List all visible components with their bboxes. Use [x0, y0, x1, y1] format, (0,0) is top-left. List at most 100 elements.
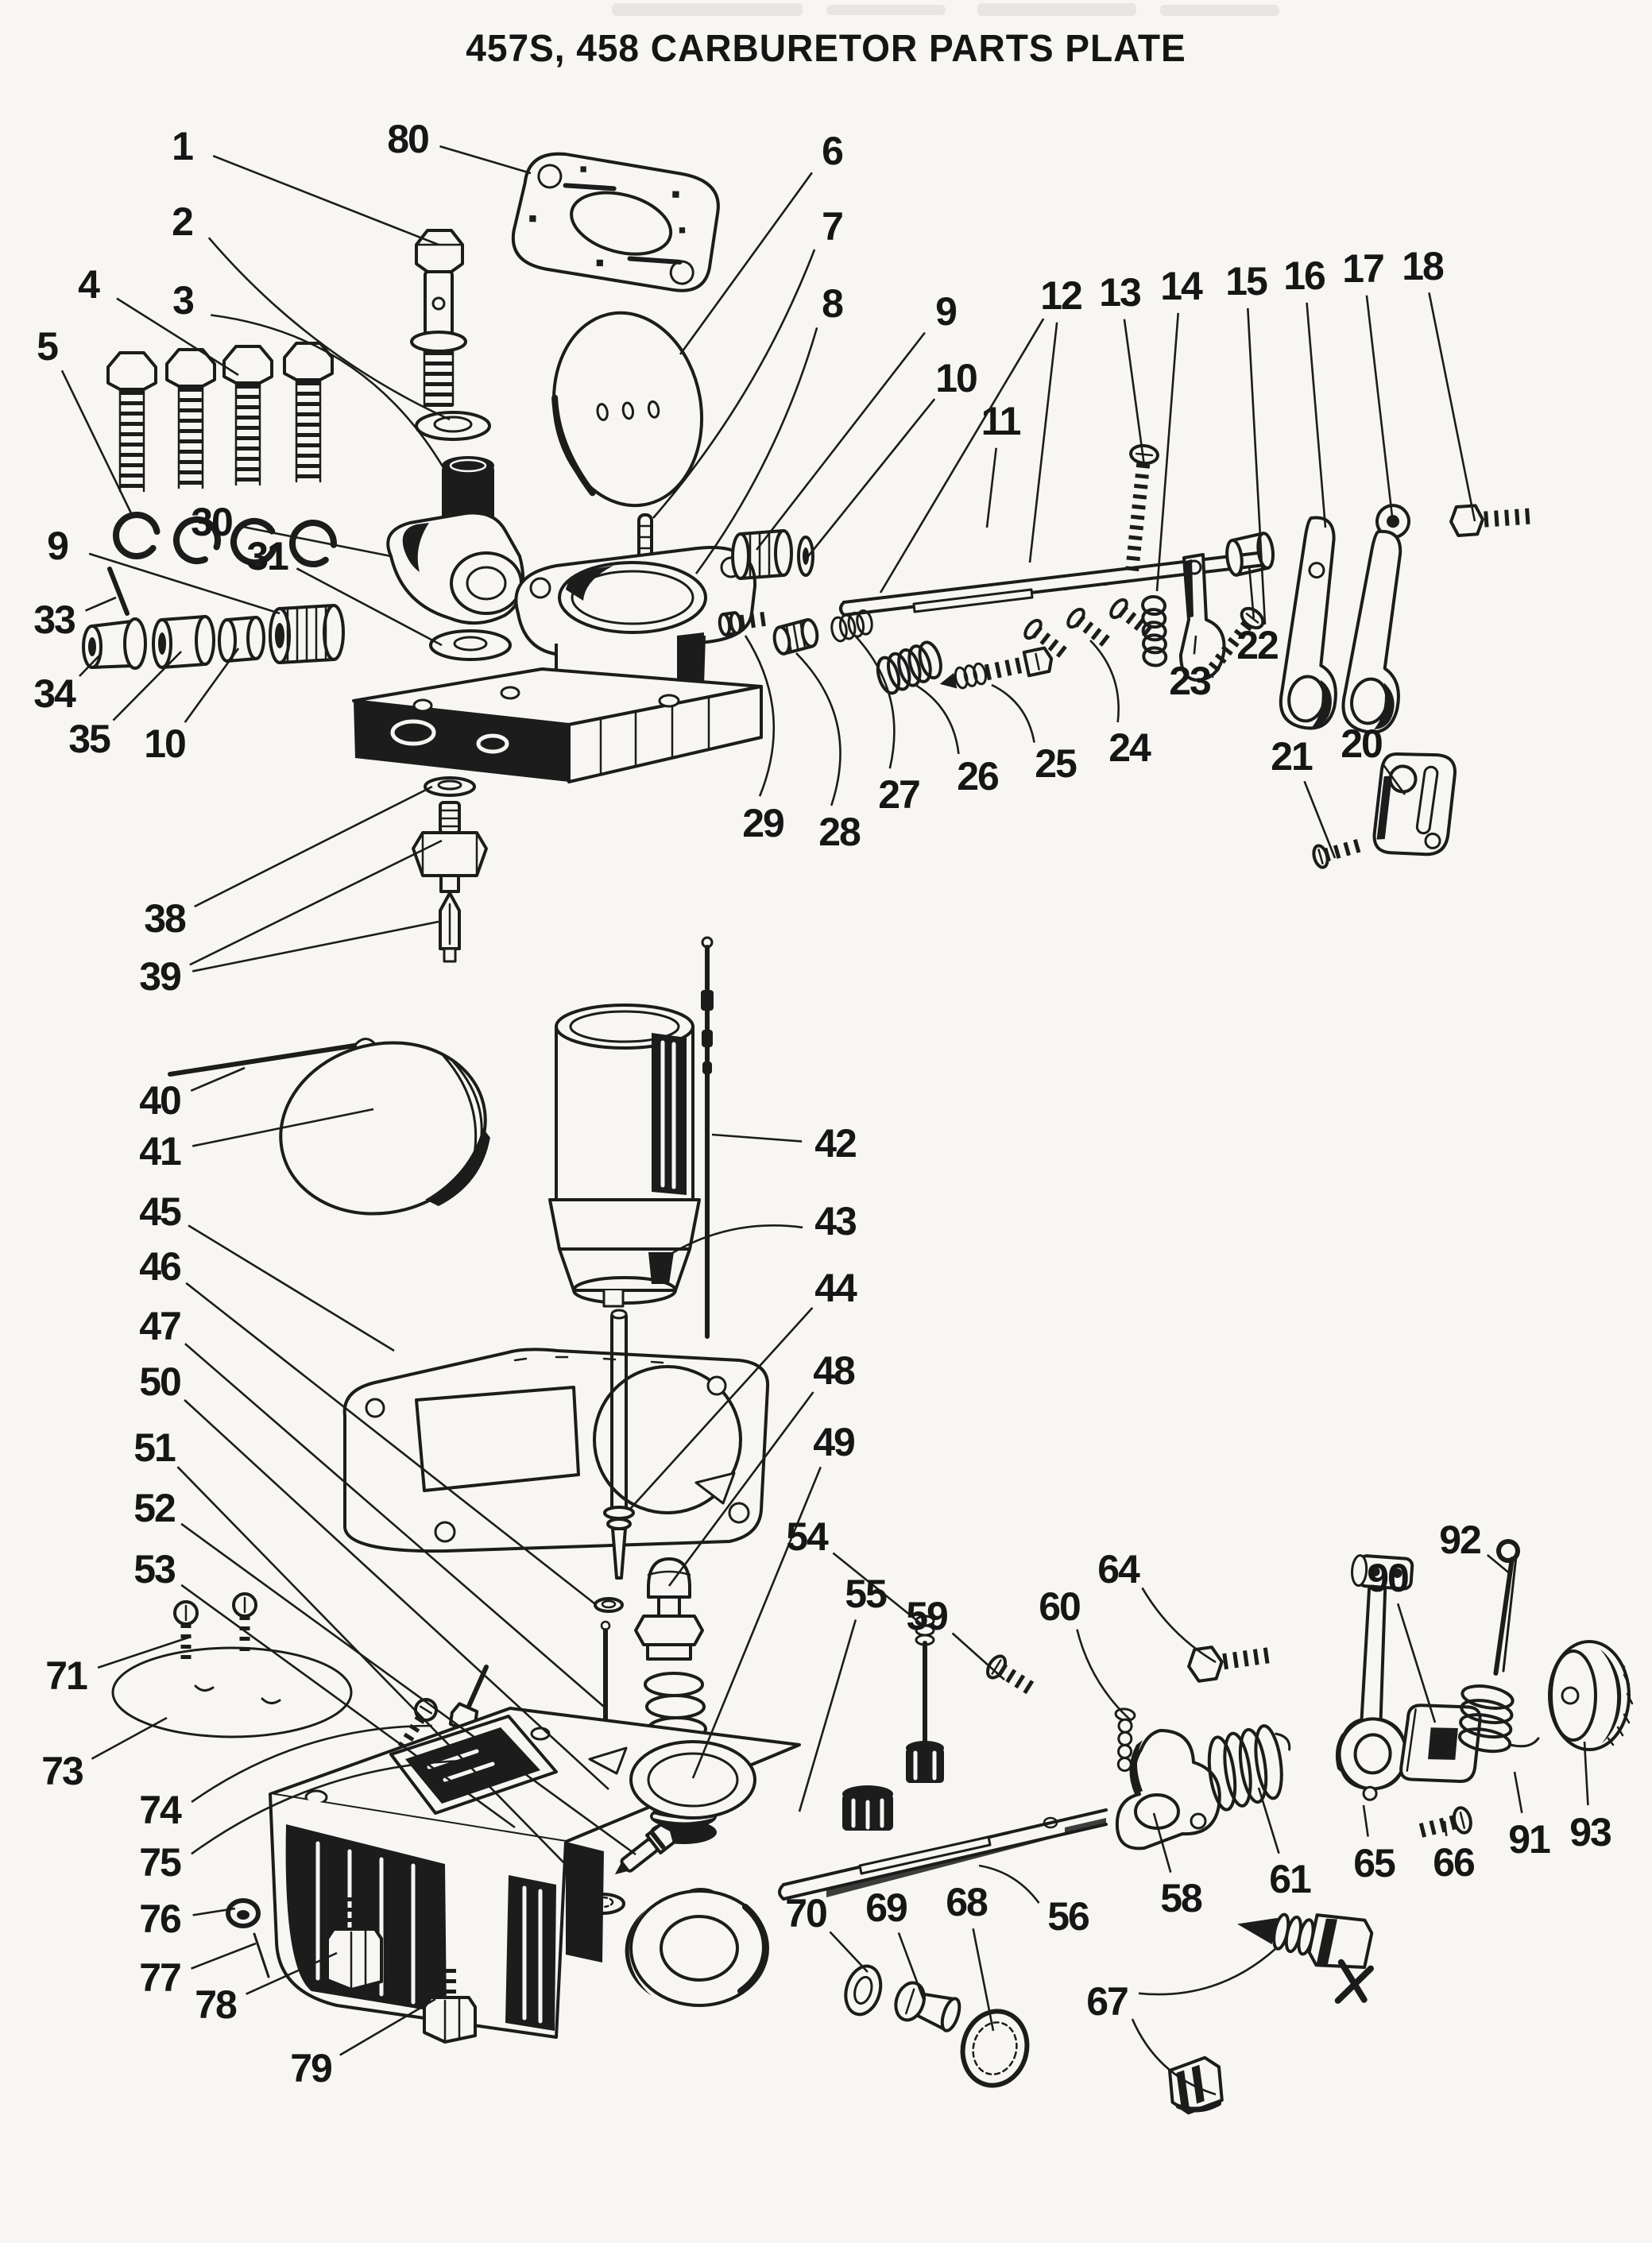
callout-34: 34 [33, 671, 76, 716]
needle-seat-38 [412, 776, 488, 893]
cover-disc-73 [111, 1646, 353, 1738]
callout-11: 11 [981, 399, 1021, 443]
callout-6: 6 [822, 129, 842, 173]
callout-61: 61 [1269, 1857, 1311, 1901]
ring-10-left [218, 616, 265, 663]
leader-line-48 [667, 1391, 814, 1587]
washer-31 [429, 629, 512, 661]
callout-30: 30 [191, 500, 232, 544]
callout-41: 41 [139, 1129, 181, 1174]
leader-line-76 [192, 1907, 236, 1916]
callout-93: 93 [1569, 1810, 1611, 1854]
washer-10-right [797, 536, 814, 577]
banjo-bolt-1 [410, 229, 467, 407]
callout-25: 25 [1035, 741, 1077, 786]
leader-line-10 [184, 648, 240, 723]
leader-line-79 [339, 1997, 436, 2056]
callout-65: 65 [1353, 1841, 1395, 1885]
pump-spring-61 [1207, 1724, 1291, 1812]
callout-7: 7 [822, 204, 842, 249]
leader-line-35 [112, 651, 182, 721]
callout-90: 90 [1367, 1556, 1408, 1600]
callout-22: 22 [1236, 623, 1278, 667]
callout-71: 71 [45, 1653, 87, 1698]
bolt-79 [423, 1969, 477, 2044]
pump-jet-52 [614, 1823, 676, 1875]
pin-33 [107, 567, 130, 616]
callout-1: 1 [172, 124, 193, 168]
callout-55: 55 [845, 1572, 887, 1616]
washer-46 [594, 1597, 624, 1613]
leader-line-43 [656, 1224, 803, 1265]
callout-27: 27 [878, 772, 919, 817]
callout-66: 66 [1433, 1840, 1474, 1885]
callout-17: 17 [1342, 246, 1383, 291]
callout-43: 43 [814, 1199, 856, 1243]
float-needle-39 [439, 891, 461, 963]
callout-20: 20 [1341, 721, 1382, 766]
callout-58: 58 [1160, 1876, 1202, 1920]
leader-line-44 [630, 1307, 814, 1509]
callout-46: 46 [139, 1244, 180, 1289]
leader-line-39 [189, 839, 443, 966]
callout-78: 78 [195, 1982, 237, 2027]
leader-line-40 [190, 1066, 246, 1092]
leader-line-12 [879, 318, 1045, 594]
callout-50: 50 [139, 1359, 180, 1404]
callout-76: 76 [139, 1897, 180, 1941]
leader-line-70 [829, 1931, 869, 1973]
throttle-cam-58 [1115, 1729, 1221, 1850]
callout-9: 9 [47, 524, 68, 568]
leader-line-27 [854, 635, 896, 769]
leader-line-9 [88, 552, 280, 615]
leader-line-50 [184, 1398, 609, 1790]
spring-26 [876, 640, 942, 695]
callout-49: 49 [813, 1420, 854, 1464]
callout-73: 73 [41, 1749, 83, 1793]
washer-2 [415, 411, 491, 441]
leader-line-61 [1257, 1787, 1280, 1854]
callout-69: 69 [865, 1885, 907, 1930]
fast-idle-lever-23 [1179, 553, 1226, 682]
bowl-body [269, 1707, 801, 2039]
leader-line-74 [191, 1724, 433, 1804]
screw-21 [1312, 838, 1363, 869]
callout-21: 21 [1271, 734, 1313, 779]
leader-line-10 [804, 398, 936, 560]
callout-16: 16 [1283, 253, 1325, 298]
callout-60: 60 [1039, 1584, 1080, 1629]
leader-line-46 [185, 1282, 595, 1605]
page-title: 457S, 458 CARBURETOR PARTS PLATE [466, 28, 1186, 70]
callout-28: 28 [818, 810, 861, 854]
gasket-ring-68 [960, 2009, 1030, 2088]
leader-line-67 [1131, 2018, 1217, 2096]
lever-17 [1341, 504, 1411, 734]
callout-56: 56 [1047, 1894, 1089, 1939]
callout-10: 10 [144, 721, 185, 766]
leader-line-4 [116, 297, 239, 377]
leader-line-68 [972, 1928, 995, 2032]
callout-39: 39 [139, 954, 180, 999]
leader-line-25 [991, 683, 1035, 743]
leader-line-91 [1513, 1771, 1523, 1813]
callout-13: 13 [1099, 270, 1140, 315]
leader-line-20 [1382, 764, 1406, 795]
washer-70 [844, 1964, 883, 2017]
leader-line-65 [1362, 1804, 1369, 1837]
leader-line-18 [1428, 292, 1476, 522]
leader-line-23 [1193, 635, 1197, 655]
spring-seat-28 [772, 617, 819, 655]
callout-18: 18 [1402, 244, 1444, 288]
leader-line-66 [1443, 1820, 1448, 1836]
callout-4: 4 [78, 262, 100, 307]
callout-31: 31 [246, 534, 288, 578]
lock-washers-5 [113, 512, 337, 567]
leader-line-26 [915, 683, 960, 755]
needle-valve-67 [1237, 1912, 1375, 2004]
callout-10: 10 [935, 356, 977, 400]
callout-40: 40 [139, 1078, 180, 1123]
spring-14 [1141, 594, 1168, 667]
leader-line-16 [1306, 302, 1327, 528]
